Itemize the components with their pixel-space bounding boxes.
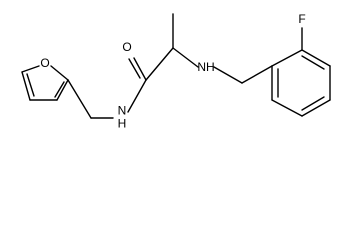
bond — [271, 49, 303, 67]
fluorine-label: F — [298, 12, 305, 26]
bond — [21, 71, 31, 101]
carbonyl-oxygen-label: O — [122, 40, 131, 54]
bond — [56, 79, 69, 101]
bond — [301, 99, 331, 117]
bond — [301, 96, 325, 111]
bond — [271, 99, 303, 117]
amine-nh-label: NH — [197, 60, 214, 74]
chain — [67, 13, 273, 119]
bond — [301, 55, 325, 70]
furan-ring — [21, 65, 69, 101]
bond — [301, 49, 331, 67]
benzene-ring — [271, 27, 331, 117]
furan-oxygen-label: O — [40, 56, 49, 70]
bond — [26, 73, 35, 97]
bond — [21, 65, 40, 73]
bond — [128, 58, 141, 79]
bond — [133, 57, 147, 81]
bond — [54, 81, 65, 98]
bond — [67, 79, 92, 119]
bond — [241, 65, 273, 84]
bond — [172, 47, 199, 68]
bond — [50, 65, 69, 81]
bond — [127, 79, 147, 113]
bond — [145, 47, 174, 81]
bond — [213, 66, 243, 84]
